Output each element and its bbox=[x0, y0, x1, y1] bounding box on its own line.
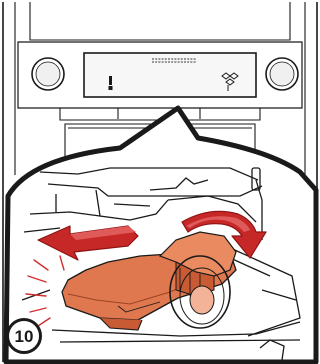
temperature-icon bbox=[109, 76, 113, 90]
display-panel bbox=[84, 53, 256, 97]
right-knob bbox=[266, 58, 298, 90]
left-knob bbox=[32, 58, 64, 90]
step-number-badge: 10 bbox=[6, 318, 42, 354]
step-number: 10 bbox=[15, 328, 34, 345]
